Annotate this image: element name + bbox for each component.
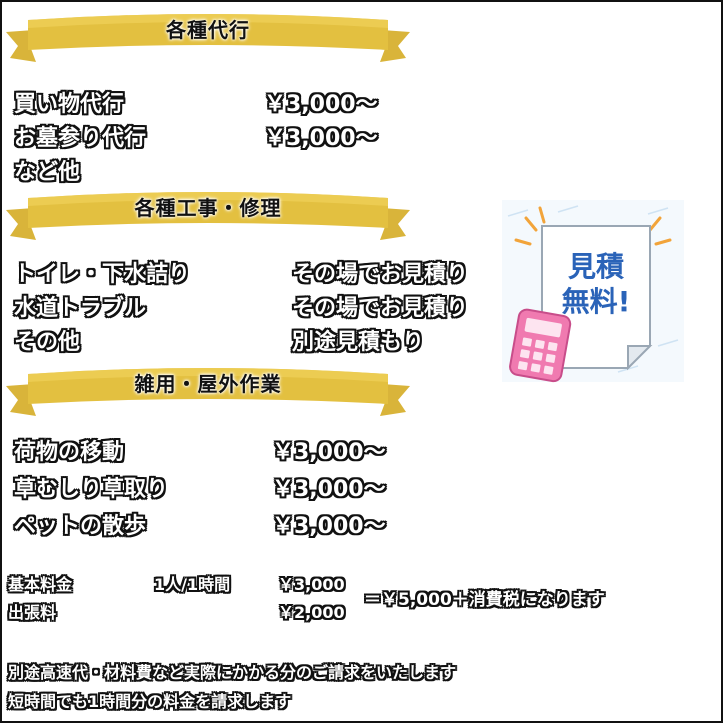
section-banner-services: 各種代行 <box>6 4 410 68</box>
service-price: 別途見積もり <box>292 330 425 355</box>
service-price: ￥3,000～ <box>264 126 378 151</box>
badge-line2: 無料! <box>562 285 631 318</box>
service-price: ￥3,000～ <box>272 477 386 502</box>
section-title: 各種工事・修理 <box>134 196 282 220</box>
service-price: その場でお見積り <box>292 262 469 287</box>
service-name: 水道トラブル <box>14 296 147 321</box>
basic-fee-label: 基本料金 <box>8 575 73 594</box>
section-banner-construction: 各種工事・修理 <box>6 182 410 246</box>
free-estimate-illustration: 見積 無料! <box>498 196 688 386</box>
ribbon-shape <box>6 14 410 62</box>
service-price: ￥3,000～ <box>272 514 386 539</box>
basic-fee-unit: 1人/1時間 <box>154 575 231 594</box>
service-price: その場でお見積り <box>292 296 469 321</box>
service-name: お墓参り代行 <box>14 126 147 151</box>
service-name: 荷物の移動 <box>14 440 125 465</box>
total-fee: ＝￥5,000＋消費税になります <box>364 590 605 610</box>
service-name: その他 <box>14 330 81 355</box>
service-name: トイレ・下水詰り <box>14 262 191 287</box>
service-name: 草むしり草取り <box>14 477 169 502</box>
service-name: など他 <box>14 160 81 185</box>
ribbon-shape <box>6 368 410 416</box>
note-line: 短時間でも1時間分の料金を請求します <box>8 692 292 711</box>
ribbon-shape <box>6 192 410 240</box>
badge-line1: 見積 <box>568 250 624 283</box>
note-line: 別途高速代・材料費など実際にかかる分のご請求をいたします <box>8 663 457 682</box>
section-banner-chores: 雑用・屋外作業 <box>6 358 410 422</box>
service-price: ￥3,000～ <box>264 92 378 117</box>
estimate-document-icon: 見積 無料! <box>502 200 684 383</box>
service-price: ￥3,000～ <box>272 440 386 465</box>
service-name: ペットの散歩 <box>14 514 147 539</box>
calculator-icon <box>509 308 572 383</box>
section-title: 各種代行 <box>166 18 250 42</box>
travel-fee-label: 出張料 <box>8 603 57 622</box>
travel-fee-price: ￥2,000 <box>278 603 345 622</box>
basic-fee-price: ￥3,000 <box>278 575 345 594</box>
service-name: 買い物代行 <box>14 92 125 117</box>
section-title: 雑用・屋外作業 <box>134 372 282 396</box>
